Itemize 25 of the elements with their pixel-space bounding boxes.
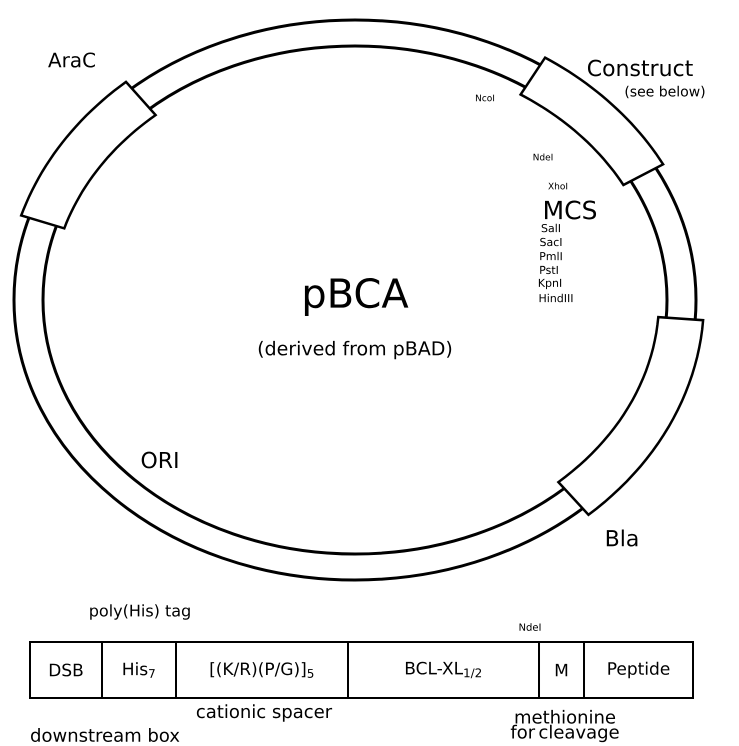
restriction-site-label: HindIII bbox=[540, 294, 572, 302]
map-label: pBCA bbox=[304, 278, 408, 316]
map-label: (derived from pBAD) bbox=[258, 340, 452, 360]
restriction-site-label: KpnI bbox=[538, 278, 562, 290]
sequence-cell: DSB bbox=[29, 641, 103, 699]
annotation-text: cationic spacer bbox=[196, 704, 332, 722]
map-label: ORI bbox=[142, 452, 178, 468]
restriction-site-label: NdeI bbox=[534, 154, 552, 160]
annotation-text: methionine for cleavage bbox=[510, 710, 619, 742]
restriction-site-label: XhoI bbox=[548, 182, 568, 190]
sequence-cell: Peptide bbox=[583, 641, 694, 699]
restriction-site-label: SalI bbox=[542, 224, 560, 232]
sequence-cell: [(K/R)(P/G)]$_{5}$ bbox=[175, 641, 349, 699]
restriction-site-label: NcoI bbox=[476, 94, 494, 102]
annotation-text: downstream box bbox=[31, 728, 180, 742]
annotation-text: poly(His) tag bbox=[90, 604, 190, 620]
sequence-cell: M bbox=[538, 641, 585, 699]
node-label: AraC bbox=[48, 52, 95, 68]
sequence-cell: BCL-XL$_{1/2}$ bbox=[347, 641, 540, 699]
restriction-site-label: PstI bbox=[540, 266, 558, 274]
node-label: Bla bbox=[606, 529, 638, 547]
restriction-site-label: NdeI bbox=[520, 623, 540, 631]
restriction-site-label: SacI bbox=[540, 238, 562, 246]
sequence-cell: His$_{7}$ bbox=[101, 641, 177, 699]
restriction-site-label: PmlI bbox=[540, 252, 562, 260]
